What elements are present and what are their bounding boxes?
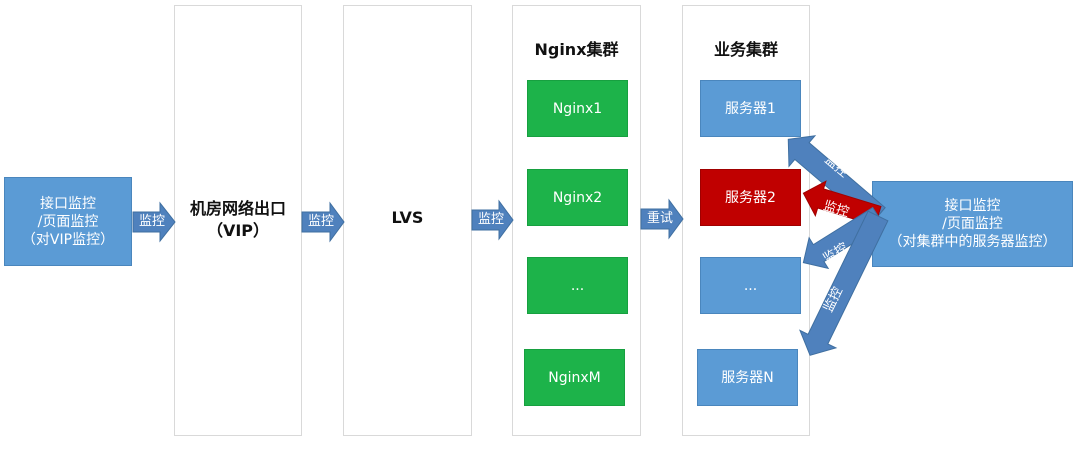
arrow-label-retry: 重试 (646, 211, 673, 226)
idc-exit-line-2: （VIP） (206, 221, 270, 240)
idc-exit-line-1: 机房网络出口 (189, 199, 286, 218)
arrow-nginx-to-biz (640, 198, 684, 240)
nginx-cluster-title: Nginx集群 (534, 40, 619, 59)
cluster-monitor-line-1: 接口监控 (944, 198, 1001, 214)
vip-monitor-line-1: 接口监控 (40, 195, 96, 212)
vip-monitor-line-2: /页面监控 (37, 213, 99, 230)
arrow-monitor-to-idc (132, 201, 176, 243)
server-node-1: 服务器1 (700, 80, 801, 137)
vip-monitor-line-3: （对VIP监控） (21, 231, 115, 248)
nginx-node-2: Nginx2 (527, 169, 628, 226)
cluster-monitor-box: 接口监控 /页面监控 （对集群中的服务器监控） (872, 181, 1073, 267)
idc-exit-label: 机房网络出口 （VIP） (174, 198, 302, 242)
arrow-lvs-to-nginx (471, 199, 514, 241)
arrow-monitor-to-server-n (799, 210, 889, 356)
lvs-label: LVS (391, 208, 424, 227)
nginx-node-1: Nginx1 (527, 80, 628, 137)
nginx-node-ellipsis: ... (527, 257, 628, 314)
business-cluster-title: 业务集群 (713, 40, 778, 59)
arrow-label-2: 监控 (307, 214, 334, 229)
arrow-label-1: 监控 (138, 214, 165, 229)
lvs-column (343, 5, 472, 436)
arrow-idc-to-lvs (301, 201, 345, 243)
cluster-monitor-line-2: /页面监控 (942, 216, 1003, 232)
idc-exit-column (174, 5, 302, 436)
server-node-n: 服务器N (697, 349, 798, 406)
server-node-ellipsis: ... (700, 257, 801, 314)
nginx-node-m: NginxM (524, 349, 625, 406)
arrow-label-3: 监控 (477, 212, 504, 227)
vip-monitor-box: 接口监控 /页面监控 （对VIP监控） (4, 177, 132, 266)
cluster-monitor-line-3: （对集群中的服务器监控） (888, 234, 1057, 250)
server-node-2: 服务器2 (700, 169, 801, 226)
